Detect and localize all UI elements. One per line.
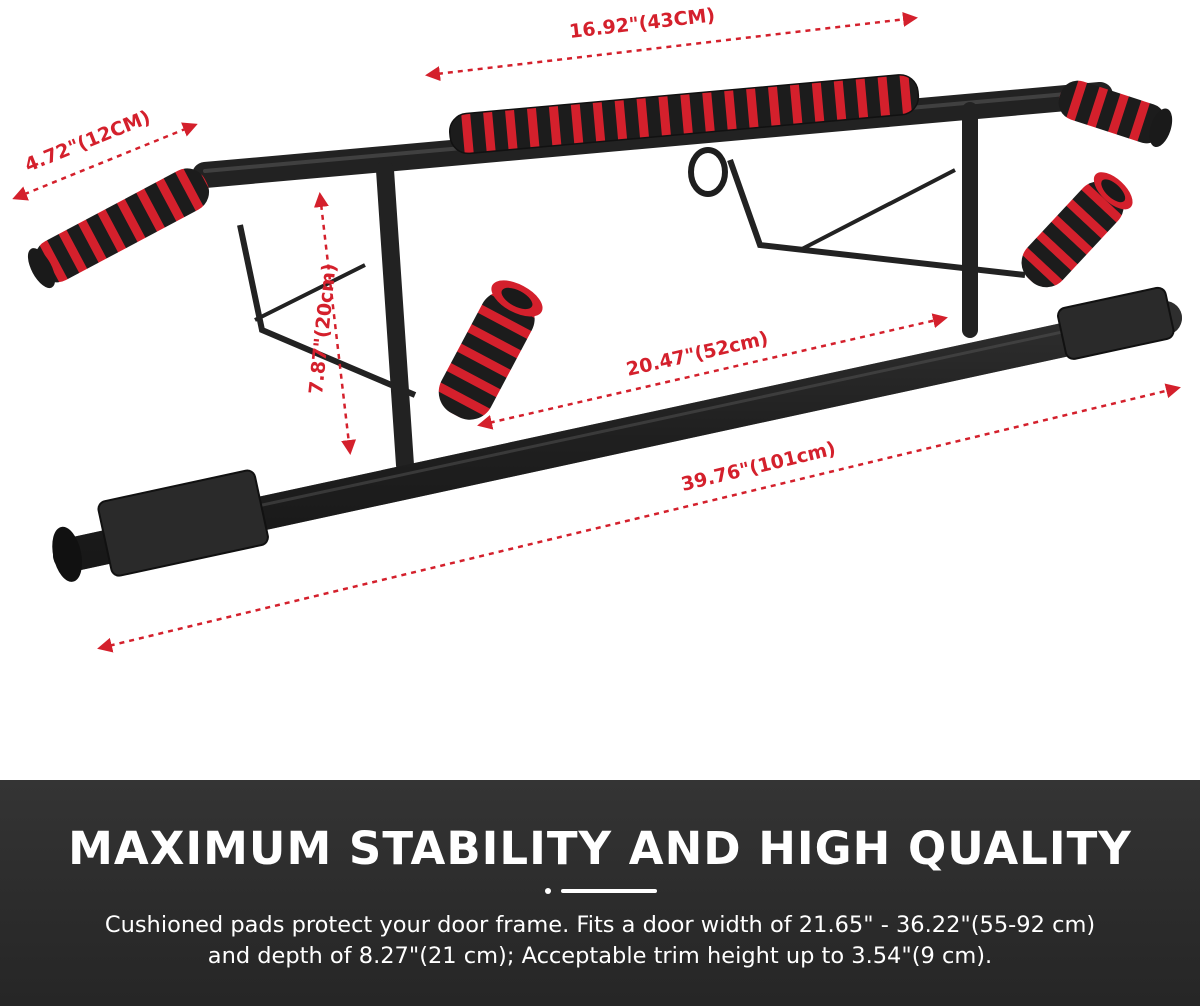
dimension-line-handle — [12, 122, 198, 201]
dimension-label-inner-width: 20.47"(52cm) — [624, 327, 770, 381]
lower-left-foam-handle — [438, 280, 543, 420]
dimension-line-height — [313, 192, 357, 455]
dimension-lines — [12, 11, 1181, 653]
right-angled-handle — [1058, 80, 1173, 148]
lower-right-foam-handle — [1021, 172, 1133, 288]
info-panel — [0, 780, 1200, 1006]
panel-headline: MAXIMUM STABILITY AND HIGH QUALITY — [68, 822, 1132, 875]
bottom-right-end-pad — [1057, 286, 1175, 360]
dimension-label-handle: 4.72"(12CM) — [22, 106, 154, 176]
panel-divider — [545, 888, 657, 894]
pull-up-bar-illustration: 16.92"(43CM) 4.72"(12CM) 7.87"(20cm) 20.… — [12, 4, 1182, 653]
panel-description: Cushioned pads protect your door frame. … — [20, 910, 1180, 972]
product-image-area: 16.92"(43CM) 4.72"(12CM) 7.87"(20cm) 20.… — [12, 4, 1182, 653]
left-angled-handle — [27, 168, 210, 289]
description-line-1: Cushioned pads protect your door frame. … — [104, 912, 1096, 938]
center-ring — [688, 147, 728, 197]
dimension-label-total-length: 39.76"(101cm) — [679, 438, 838, 496]
top-center-foam-grip — [449, 74, 920, 155]
dimension-line-top-bar — [425, 11, 918, 82]
bottom-left-end-pad — [52, 469, 269, 582]
divider-bar — [561, 889, 657, 893]
description-line-2: and depth of 8.27"(21 cm); Acceptable tr… — [207, 943, 993, 969]
dimension-label-top-bar: 16.92"(43CM) — [568, 4, 716, 43]
divider-dot — [545, 888, 551, 894]
dimension-line-total-length — [97, 383, 1181, 653]
